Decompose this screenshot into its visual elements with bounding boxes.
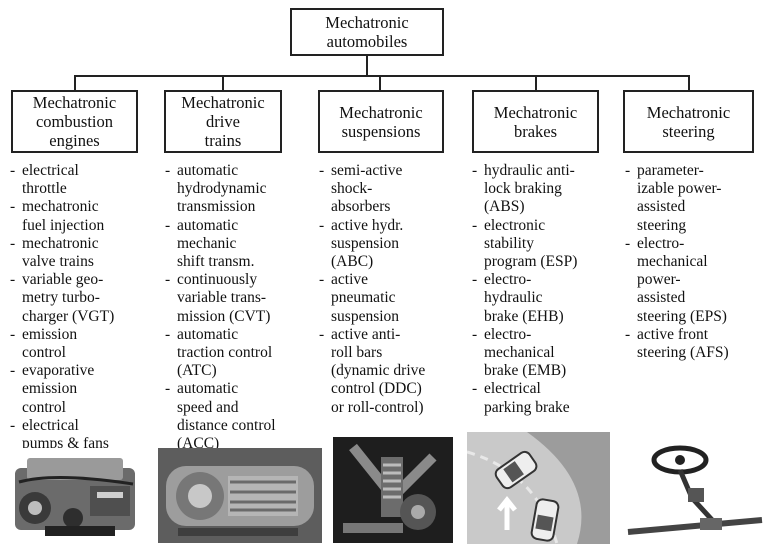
list-item: mechatronic fuel injection <box>10 198 156 234</box>
list-item: active anti- roll bars (dynamic drive co… <box>319 326 467 417</box>
column-box-combustion-engines: Mechatronic combustion engines <box>11 90 138 153</box>
list-item: electrical parking brake <box>472 380 618 416</box>
list-item: electronic stability program (ESP) <box>472 217 618 272</box>
list-item: variable geo- metry turbo- charger (VGT) <box>10 271 156 326</box>
connector-col-1 <box>74 75 76 91</box>
item-list-steering: parameter- izable power- assisted steeri… <box>625 162 771 362</box>
item-list-drive-trains: automatic hydrodynamic transmission auto… <box>165 162 315 453</box>
column-title: Mechatronic suspensions <box>339 102 423 141</box>
list-item: electro- mechanical brake (EMB) <box>472 326 618 381</box>
list-item: mechatronic valve trains <box>10 235 156 271</box>
item-list-suspensions: semi-active shock- absorbers active hydr… <box>319 162 467 417</box>
list-item: automatic speed and distance control (AC… <box>165 380 315 453</box>
column-box-drive-trains: Mechatronic drive trains <box>164 90 282 153</box>
list-item: hydraulic anti- lock braking (ABS) <box>472 162 618 217</box>
connector-col-2 <box>222 75 224 91</box>
item-list-brakes: hydraulic anti- lock braking (ABS) elect… <box>472 162 618 417</box>
suspension-photo <box>333 437 453 543</box>
column-title: Mechatronic drive trains <box>181 93 265 150</box>
transmission-photo <box>158 448 322 543</box>
list-item: electro- hydraulic brake (EHB) <box>472 271 618 326</box>
column-box-steering: Mechatronic steering <box>623 90 754 153</box>
list-item: parameter- izable power- assisted steeri… <box>625 162 771 235</box>
column-box-suspensions: Mechatronic suspensions <box>318 90 444 153</box>
list-item: electrical pumps & fans <box>10 417 156 453</box>
column-title: Mechatronic brakes <box>493 102 578 141</box>
list-item: continuously variable trans- mission (CV… <box>165 271 315 326</box>
list-item: automatic hydrodynamic transmission <box>165 162 315 217</box>
engine-photo <box>5 448 155 545</box>
list-item: active pneumatic suspension <box>319 271 467 326</box>
column-box-brakes: Mechatronic brakes <box>472 90 599 153</box>
list-item: emission control <box>10 326 156 362</box>
list-item: automatic mechanic shift transm. <box>165 217 315 272</box>
connector-root-down <box>366 56 368 76</box>
connector-horizontal-bus <box>74 75 689 77</box>
connector-col-5 <box>688 75 690 91</box>
list-item: active hydr. suspension (ABC) <box>319 217 467 272</box>
column-title: Mechatronic steering <box>646 102 731 141</box>
connector-col-3 <box>379 75 381 91</box>
list-item: electro- mechanical power- assisted stee… <box>625 235 771 326</box>
braking-cars-photo <box>467 432 610 544</box>
root-label: Mechatronic automobiles <box>325 13 409 51</box>
steering-wheel-photo <box>622 436 772 544</box>
column-title: Mechatronic combustion engines <box>32 93 117 150</box>
list-item: electrical throttle <box>10 162 156 198</box>
item-list-combustion-engines: electrical throttle mechatronic fuel inj… <box>10 162 156 453</box>
list-item: active front steering (AFS) <box>625 326 771 362</box>
list-item: automatic traction control (ATC) <box>165 326 315 381</box>
connector-col-4 <box>535 75 537 91</box>
list-item: semi-active shock- absorbers <box>319 162 467 217</box>
root-box: Mechatronic automobiles <box>290 8 444 56</box>
list-item: evaporative emission control <box>10 362 156 417</box>
